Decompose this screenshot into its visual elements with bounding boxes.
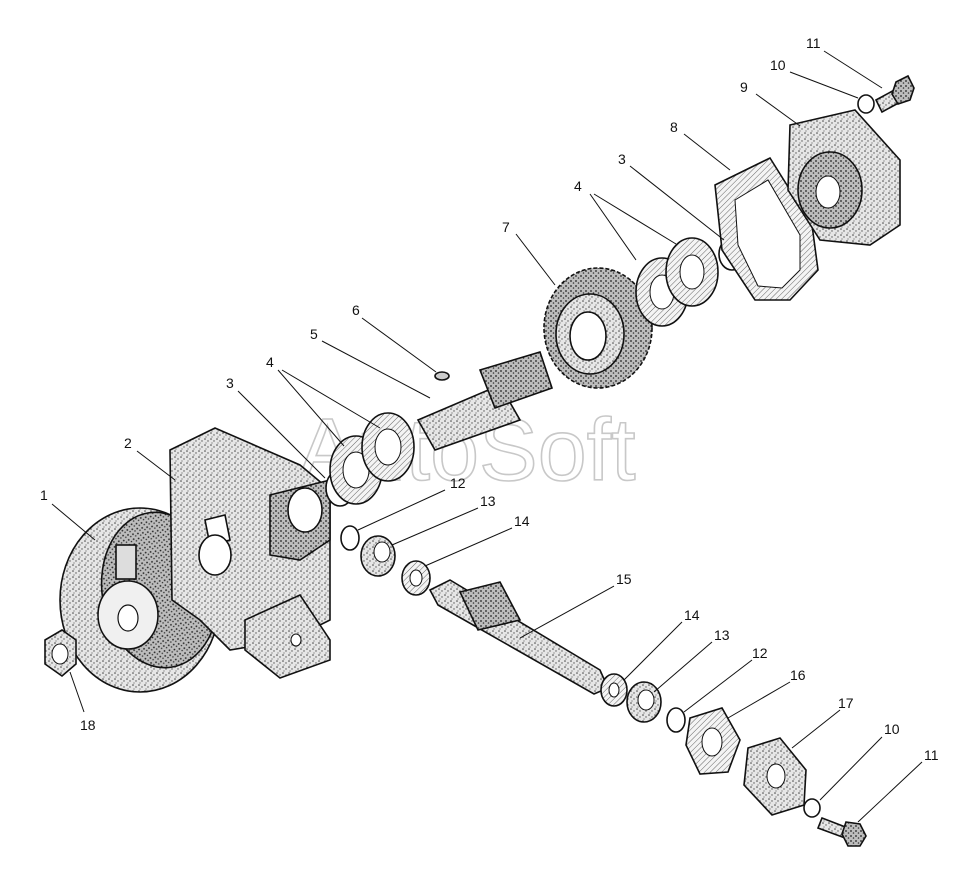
part-2-housing bbox=[169, 427, 331, 679]
callout-7: 7 bbox=[502, 219, 510, 235]
callout-6: 6 bbox=[352, 302, 360, 318]
callout-4-lower: 4 bbox=[266, 354, 274, 370]
part-18-nut bbox=[44, 629, 77, 678]
part-11-bolt-upper bbox=[874, 74, 915, 114]
callout-8: 8 bbox=[670, 119, 678, 135]
callout-14-right: 14 bbox=[684, 607, 700, 623]
callout-13-right: 13 bbox=[714, 627, 730, 643]
callout-11-lower: 11 bbox=[924, 747, 939, 763]
part-12-ring-right bbox=[666, 707, 686, 733]
part-14-washer-left bbox=[401, 560, 431, 596]
part-15-main-shaft bbox=[428, 579, 610, 695]
part-10-washer-lower bbox=[803, 798, 821, 818]
part-7-gear bbox=[543, 267, 653, 389]
part-10-washer-upper bbox=[857, 94, 875, 114]
callout-17: 17 bbox=[838, 695, 854, 711]
callout-14-left: 14 bbox=[514, 513, 530, 529]
callout-12-left: 12 bbox=[450, 475, 466, 491]
callout-4-upper: 4 bbox=[574, 178, 582, 194]
part-13-bearing-right bbox=[626, 681, 662, 723]
part-13-bearing-left bbox=[360, 535, 396, 577]
leader-lines bbox=[51, 50, 923, 823]
callout-18: 18 bbox=[80, 717, 96, 733]
callout-3-upper: 3 bbox=[618, 151, 626, 167]
callout-3-lower: 3 bbox=[226, 375, 234, 391]
callout-10-upper: 10 bbox=[770, 57, 786, 73]
part-6-key bbox=[434, 371, 450, 381]
callout-1: 1 bbox=[40, 487, 48, 503]
part-9-cover bbox=[787, 109, 901, 246]
callout-2: 2 bbox=[124, 435, 132, 451]
callout-16: 16 bbox=[790, 667, 806, 683]
callout-13-left: 13 bbox=[480, 493, 496, 509]
part-4-spacer-upper bbox=[635, 237, 719, 327]
callout-15: 15 bbox=[616, 571, 632, 587]
part-4-spacer-lower bbox=[329, 412, 415, 505]
part-16-gasket-small bbox=[685, 707, 741, 775]
part-14-washer-right bbox=[600, 673, 628, 707]
part-12-ring-left bbox=[340, 525, 360, 551]
callout-12-right: 12 bbox=[752, 645, 768, 661]
callout-9: 9 bbox=[740, 79, 748, 95]
callout-labels: 1 2 3 4 5 6 7 4 3 8 9 10 11 12 13 14 15 … bbox=[40, 35, 939, 763]
callout-5: 5 bbox=[310, 326, 318, 342]
part-17-flange-cover bbox=[743, 737, 807, 816]
part-11-bolt-lower bbox=[816, 816, 867, 847]
callout-11-upper: 11 bbox=[806, 35, 821, 51]
part-5-splined-shaft bbox=[416, 351, 554, 451]
callout-10-lower: 10 bbox=[884, 721, 900, 737]
